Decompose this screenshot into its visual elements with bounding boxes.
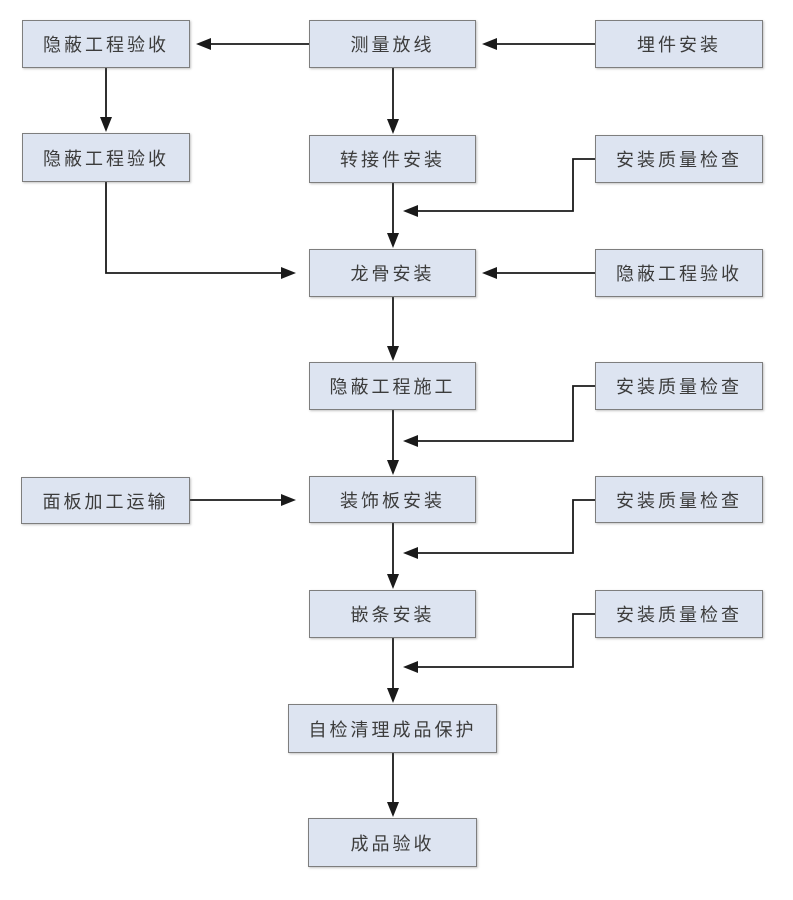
edge-processing-to-panel: [190, 494, 296, 506]
edge-strip-to-selfcheck: [387, 638, 399, 703]
node-panel-processing: 面板加工运输: [21, 477, 190, 524]
edge-keel-to-construction: [387, 297, 399, 361]
edge-hidden1-to-hidden2: [100, 68, 112, 132]
node-hidden-acceptance-1: 隐蔽工程验收: [22, 20, 190, 68]
node-hidden-construction: 隐蔽工程施工: [309, 362, 476, 410]
node-strip-install: 嵌条安装: [309, 590, 476, 638]
edge-qc2-elbow: [403, 385, 595, 447]
node-quality-check-2: 安装质量检查: [595, 362, 763, 410]
edge-qc1-elbow: [403, 158, 595, 217]
edge-survey-to-hidden1: [196, 38, 309, 50]
node-survey-layout: 测量放线: [309, 20, 476, 68]
node-quality-check-3: 安装质量检查: [595, 476, 763, 523]
node-hidden-acceptance-3: 隐蔽工程验收: [595, 249, 763, 297]
node-keel-install: 龙骨安装: [309, 249, 476, 297]
node-self-check-protect: 自检清理成品保护: [288, 704, 497, 753]
node-quality-check-4: 安装质量检查: [595, 590, 763, 638]
edge-construction-to-panel: [387, 410, 399, 475]
node-finished-acceptance: 成品验收: [308, 818, 477, 867]
edge-selfcheck-to-finished: [387, 753, 399, 817]
edge-adapter-to-keel: [387, 183, 399, 248]
node-embed-install: 埋件安装: [595, 20, 763, 68]
edge-embed-to-survey: [482, 38, 595, 50]
node-quality-check-1: 安装质量检查: [595, 135, 763, 183]
node-panel-install: 装饰板安装: [309, 476, 476, 523]
node-hidden-acceptance-2: 隐蔽工程验收: [22, 133, 190, 182]
edge-panel-to-strip: [387, 523, 399, 589]
edge-qc4-elbow: [403, 613, 595, 673]
edge-qc3-elbow: [403, 499, 595, 559]
edge-hidden2-to-keel: [105, 182, 296, 279]
node-adapter-install: 转接件安装: [309, 135, 476, 183]
edge-survey-to-adapter: [387, 68, 399, 134]
edge-hidden3-to-keel: [482, 267, 595, 279]
